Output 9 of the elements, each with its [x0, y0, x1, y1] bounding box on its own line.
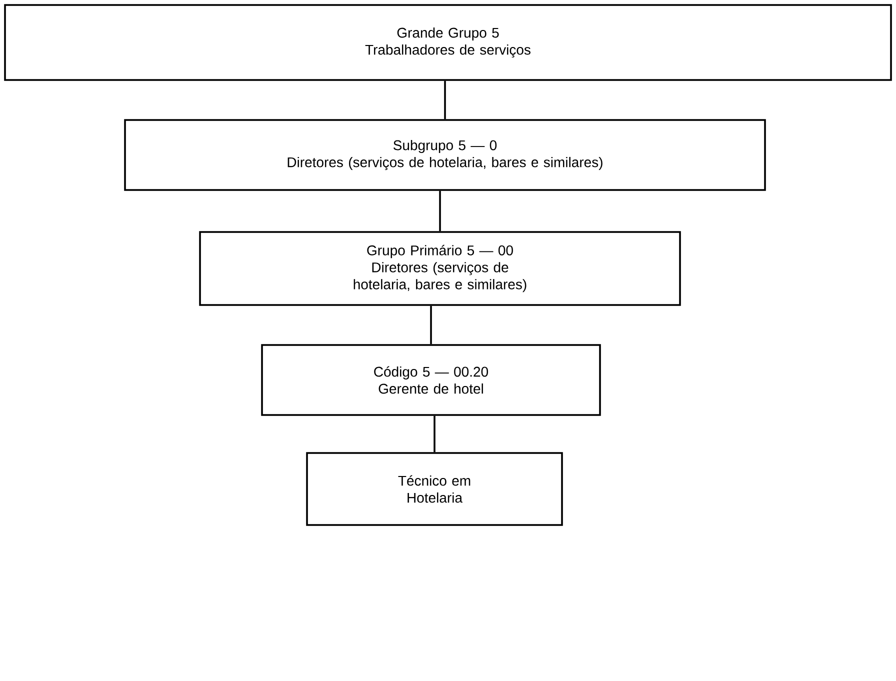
category-box: Subgrupo 5 — 0 Diretores (serviços de hotelaria, bares e similares): [124, 119, 766, 191]
connector-line: [439, 190, 441, 232]
category-box: Grande Grupo 5 Trabalhadores de serviços: [4, 4, 892, 81]
category-box: Grupo Primário 5 — 00 Diretores (serviços de hotelaria, bares e similares): [199, 231, 681, 306]
category-box: Técnico em Hotelaria: [306, 452, 563, 526]
connector-line: [430, 306, 432, 344]
connector-line: [434, 416, 436, 452]
category-box: Código 5 — 00.20 Gerente de hotel: [261, 344, 601, 416]
connector-line: [444, 80, 446, 120]
